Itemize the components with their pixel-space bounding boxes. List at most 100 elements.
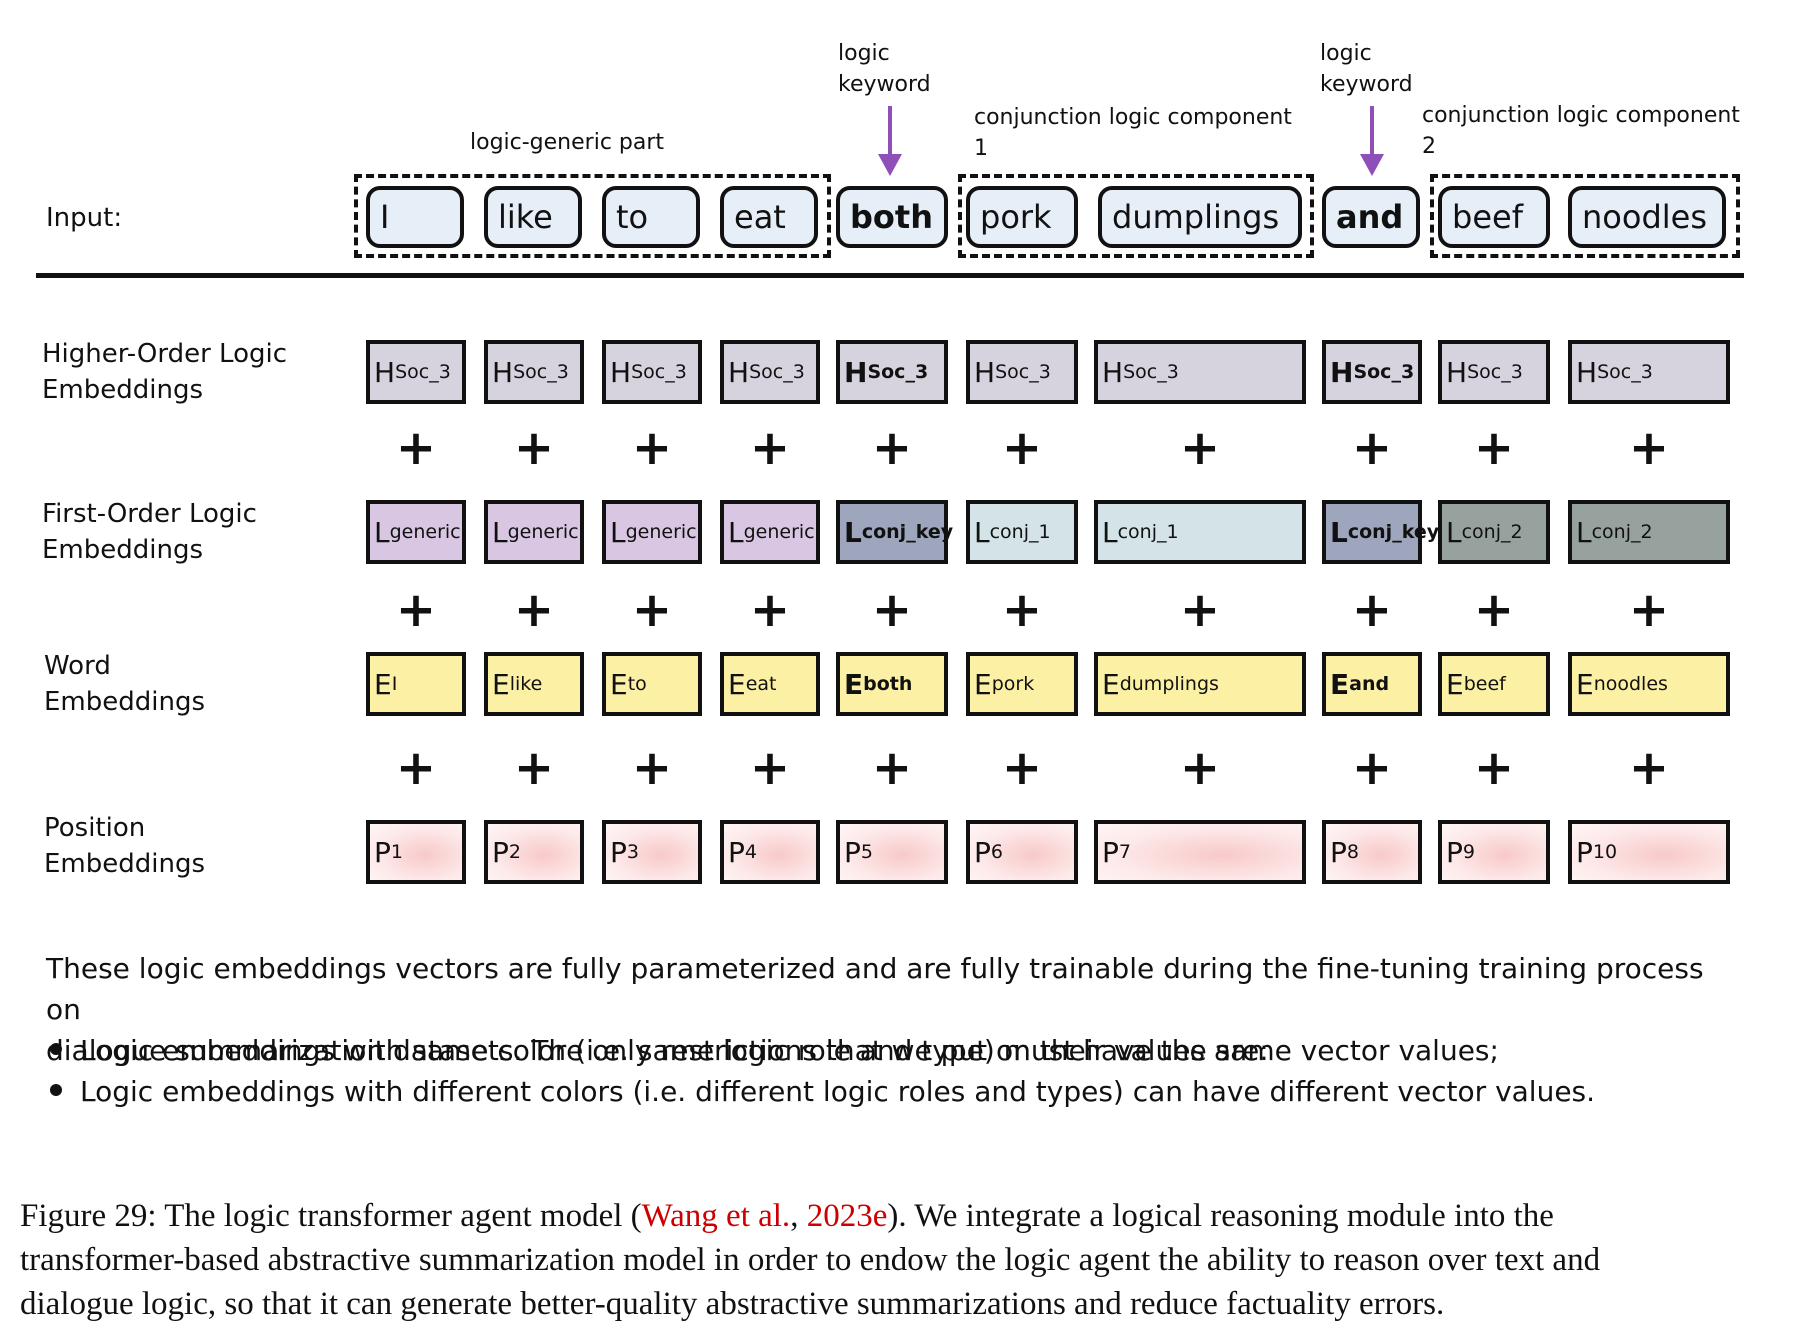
first-order-embedding-subscript: conj_1 xyxy=(989,521,1051,543)
plus-sign: + xyxy=(749,420,791,476)
generic-part-group xyxy=(354,174,831,258)
first-order-embedding-symbol: L xyxy=(1576,515,1592,549)
first-order-label-line1: First-Order Logic xyxy=(42,499,257,529)
word-embedding-symbol: E xyxy=(1102,667,1120,701)
first-order-embedding-subscript: conj_2 xyxy=(1591,521,1653,543)
first-order-embedding-symbol: L xyxy=(1102,515,1118,549)
word-embedding-subscript: pork xyxy=(991,673,1035,695)
plus-sign: + xyxy=(1351,740,1393,796)
plus-sign: + xyxy=(1179,740,1221,796)
input-token: dumplings xyxy=(1098,186,1302,248)
first-order-embedding-subscript: generic xyxy=(743,521,815,543)
plus-sign: + xyxy=(513,582,555,638)
plus-sign: + xyxy=(631,582,673,638)
position-embedding-subscript: 3 xyxy=(626,841,639,863)
citation-separator: , xyxy=(790,1198,807,1234)
higher-order-label-line2: Embeddings xyxy=(42,375,204,405)
position-embedding-symbol: P xyxy=(374,835,391,869)
first-order-embedding-subscript: generic xyxy=(507,521,579,543)
first-order-embedding-subscript: conj_1 xyxy=(1117,521,1179,543)
input-token: I xyxy=(366,186,464,248)
caption-prefix: Figure 29: The logic transformer agent m… xyxy=(20,1198,642,1234)
higher-order-embedding-symbol: H xyxy=(374,355,396,389)
caption-line3: dialogue logic, so that it can generate … xyxy=(20,1286,1445,1322)
plus-sign: + xyxy=(513,740,555,796)
input-separator-line xyxy=(36,273,1744,278)
word-embedding-symbol: E xyxy=(728,667,746,701)
higher-order-embedding-subscript: Soc_3 xyxy=(631,361,687,383)
higher-order-embedding-subscript: Soc_3 xyxy=(1123,361,1179,383)
position-embedding-subscript: 10 xyxy=(1592,841,1618,863)
input-token: to xyxy=(602,186,700,248)
citation-year-link[interactable]: 2023e xyxy=(806,1198,888,1234)
input-token: and xyxy=(1322,186,1420,248)
position-label-line2: Embeddings xyxy=(44,849,206,879)
position-embedding-subscript: 6 xyxy=(990,841,1003,863)
plus-sign: + xyxy=(1179,420,1221,476)
word-embedding-symbol: E xyxy=(610,667,628,701)
plus-sign: + xyxy=(749,582,791,638)
conj-component-1-label: conjunction logic component 1 xyxy=(974,102,1292,164)
first-order-embedding-subscript: conj_key xyxy=(1347,521,1440,543)
keyword-arrow-1 xyxy=(878,106,902,176)
word-embedding-subscript: and xyxy=(1349,673,1390,695)
word-embedding-subscript: dumplings xyxy=(1119,673,1219,695)
higher-order-embedding-symbol: H xyxy=(844,355,868,389)
plus-sign: + xyxy=(1628,420,1670,476)
plus-sign: + xyxy=(1473,420,1515,476)
word-embedding-symbol: E xyxy=(1576,667,1594,701)
higher-order-embedding-subscript: Soc_3 xyxy=(1353,361,1415,383)
bullet-dot-2 xyxy=(50,1084,62,1096)
position-embedding-symbol: P xyxy=(1576,835,1593,869)
position-embedding-subscript: 5 xyxy=(860,841,873,863)
first-order-embedding-symbol: L xyxy=(1330,515,1348,549)
explanation-note: These logic embeddings vectors are fully… xyxy=(46,948,1746,1071)
first-order-row-label: First-Order Logic Embeddings xyxy=(42,496,257,568)
plus-sign: + xyxy=(871,582,913,638)
position-embedding-subscript: 9 xyxy=(1462,841,1475,863)
conj-component-2-line2: 2 xyxy=(1422,134,1436,159)
caption-line1-rest: ). We integrate a logical reasoning modu… xyxy=(887,1198,1554,1234)
position-embedding-subscript: 8 xyxy=(1346,841,1359,863)
input-token: eat xyxy=(720,186,818,248)
bullet-dot-1 xyxy=(50,1043,62,1055)
word-embedding-subscript: noodles xyxy=(1593,673,1668,695)
plus-sign: + xyxy=(1001,582,1043,638)
plus-sign: + xyxy=(871,420,913,476)
word-embedding-symbol: E xyxy=(974,667,992,701)
higher-order-embedding-subscript: Soc_3 xyxy=(749,361,805,383)
higher-order-embedding-symbol: H xyxy=(1330,355,1354,389)
logic-generic-part-label: logic-generic part xyxy=(470,130,665,155)
conj-component-1-line2: 1 xyxy=(974,136,988,161)
logic-keyword-label-2: logic keyword xyxy=(1320,41,1413,97)
plus-sign: + xyxy=(871,740,913,796)
conj-component-2-label: conjunction logic component 2 xyxy=(1422,100,1740,162)
word-label-line2: Embeddings xyxy=(44,687,206,717)
citation-author-link[interactable]: Wang et al. xyxy=(641,1198,791,1234)
plus-sign: + xyxy=(631,420,673,476)
word-embedding-subscript: I xyxy=(391,673,398,695)
plus-sign: + xyxy=(395,582,437,638)
position-embedding-subscript: 4 xyxy=(744,841,757,863)
word-label-line1: Word xyxy=(44,651,111,681)
plus-sign: + xyxy=(1351,582,1393,638)
